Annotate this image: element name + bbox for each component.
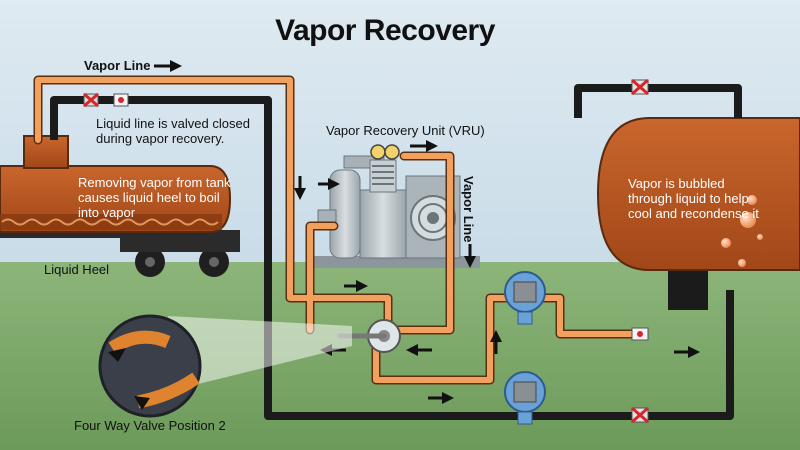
vapor-line-label: Vapor Line — [84, 58, 151, 73]
liquid-pipe — [50, 96, 734, 420]
removing-vapor-label: Removing vapor from tank causes liquid h… — [78, 175, 231, 220]
pressure-transmitter-icon — [504, 371, 546, 425]
bubble-2 — [747, 195, 757, 205]
bubble-3 — [721, 238, 731, 248]
rail-tank-car — [0, 135, 240, 277]
vapor-recovery-unit — [314, 155, 480, 268]
storage-tank — [596, 117, 800, 310]
bubble-4 — [738, 259, 746, 267]
vapor-line-vertical-label: Vapor Line — [461, 176, 476, 243]
four-way-valve-label: Four Way Valve Position 2 — [74, 418, 226, 433]
page-title: Vapor Recovery — [275, 14, 495, 47]
vapor-pipe — [35, 77, 643, 383]
liquid-pipes — [50, 84, 742, 420]
four-way-valve-icon — [337, 319, 401, 353]
open-valve-icon — [113, 93, 129, 107]
vapor-bubbled-label: Vapor is bubbled through liquid to help … — [628, 176, 759, 221]
liquid-heel-label: Liquid Heel — [44, 262, 110, 277]
vru-label: Vapor Recovery Unit (VRU) — [326, 123, 485, 138]
closed-valve-icon — [83, 92, 99, 108]
gauge-left-icon — [370, 144, 386, 160]
bubble-5 — [757, 234, 763, 240]
flow-arrows — [154, 60, 700, 404]
bubble-1 — [740, 212, 756, 228]
liquid-line-closed-label: Liquid line is valved closed during vapo… — [96, 116, 250, 146]
liquid-pipe-return — [574, 84, 742, 118]
open-valve-icon — [631, 327, 649, 341]
closed-valve-icon — [631, 78, 649, 96]
pressure-transmitter-icon — [504, 271, 546, 325]
callout-beam — [168, 316, 352, 388]
four-way-valve-callout — [98, 314, 202, 418]
closed-valve-icon — [631, 406, 649, 424]
gauge-right-icon — [384, 144, 400, 160]
vapor-pipes — [33, 75, 645, 385]
